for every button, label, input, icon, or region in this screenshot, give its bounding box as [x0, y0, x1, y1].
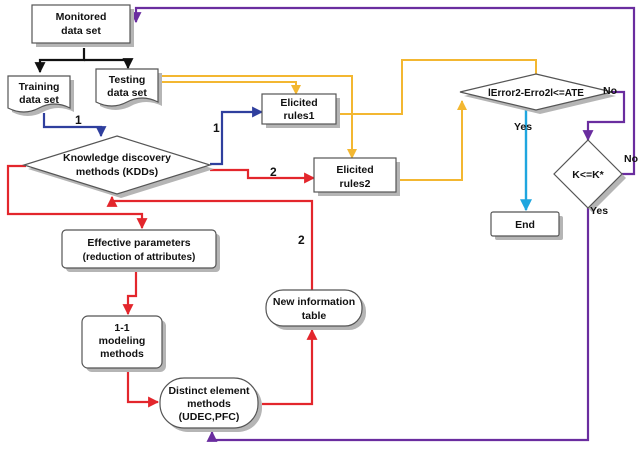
rules2-line-1: Elicited — [336, 164, 373, 176]
end-label: End — [515, 219, 535, 231]
label-no-k: No — [624, 153, 638, 165]
edge-error-no-to-kcheck — [582, 90, 626, 142]
newinfo-line-2: table — [302, 310, 327, 322]
node-k-check-diamond: K<=K* — [553, 139, 626, 212]
label-yes-k: Yes — [590, 205, 608, 217]
testing-line-2: data set — [107, 87, 147, 99]
distinct-line-1: Distinct element — [168, 385, 250, 397]
edge-training-to-kdd — [42, 113, 107, 138]
kdd-line-1: Knowledge discovery — [63, 152, 171, 164]
modeling-line-2: modeling — [99, 335, 146, 347]
node-modeling-methods: 1-1 modeling methods — [81, 315, 166, 372]
node-distinct-element-methods: Distinct element methods (UDEC,PFC) — [159, 377, 262, 432]
distinct-line-3: (UDEC,PFC) — [179, 411, 240, 423]
edge-label-two-newinfo: 2 — [298, 233, 305, 247]
edge-label-one-rules1: 1 — [213, 121, 220, 135]
node-new-information-table: New information table — [265, 289, 366, 330]
edge-kdd-to-rules1 — [210, 106, 264, 166]
label-yes-error: Yes — [514, 121, 532, 133]
node-elicited-rules2: Elicited rules2 — [313, 157, 400, 196]
effective-line-1: Effective parameters — [87, 237, 190, 249]
edge-kcheck-no-to-monitored — [130, 6, 636, 176]
rules1-line-1: Elicited — [280, 97, 317, 109]
monitored-line-2: data set — [61, 25, 101, 37]
distinct-line-2: methods — [187, 398, 231, 410]
edge-kdd-to-rules2 — [210, 168, 316, 184]
edge-rules2-to-error — [400, 100, 467, 181]
k-check-label: K<=K* — [572, 169, 604, 181]
rules1-line-2: rules1 — [284, 110, 315, 122]
edge-monitored-to-training — [34, 48, 86, 74]
edge-label-two-rules2: 2 — [270, 165, 277, 179]
modeling-line-3: methods — [100, 348, 144, 360]
effective-line-2: (reduction of attributes) — [83, 252, 196, 263]
edge-modeling-to-distinct — [126, 372, 160, 408]
label-no-error: No — [603, 85, 617, 97]
edge-monitored-to-testing — [84, 58, 134, 70]
kdd-line-2: methods (KDDs) — [76, 166, 158, 178]
edge-kdd-to-effective — [6, 164, 148, 230]
node-error-check-diamond: lError2-Erro2l<=ATE — [459, 73, 616, 114]
error-check-label: lError2-Erro2l<=ATE — [488, 88, 584, 99]
node-testing-data-set: Testing data set — [95, 68, 162, 110]
edge-distinct-to-newinfo — [262, 328, 318, 406]
edge-testing-to-rules1 — [158, 81, 301, 95]
node-kdd-diamond: Knowledge discovery methods (KDDs) — [21, 135, 214, 198]
testing-line-1: Testing — [109, 74, 146, 86]
node-training-data-set: Training data set — [7, 75, 74, 116]
node-end: End — [490, 211, 563, 240]
modeling-line-1: 1-1 — [114, 322, 129, 334]
node-monitored-data-set: Monitored data set — [31, 4, 134, 47]
edge-kcheck-yes-to-distinct — [206, 206, 590, 442]
edge-label-one-training: 1 — [75, 113, 82, 127]
edge-newinfo-to-kdd — [106, 195, 314, 290]
node-elicited-rules1: Elicited rules1 — [261, 93, 340, 128]
monitored-line-1: Monitored — [56, 11, 107, 23]
newinfo-line-1: New information — [273, 296, 355, 308]
node-effective-parameters: Effective parameters (reduction of attri… — [61, 229, 220, 272]
training-line-2: data set — [19, 94, 59, 106]
edge-testing-to-rules2 — [158, 75, 357, 159]
training-line-1: Training — [19, 81, 60, 93]
edge-effective-to-modeling — [122, 270, 138, 316]
rules2-line-2: rules2 — [340, 178, 371, 190]
edge-error-to-top — [346, 59, 537, 115]
